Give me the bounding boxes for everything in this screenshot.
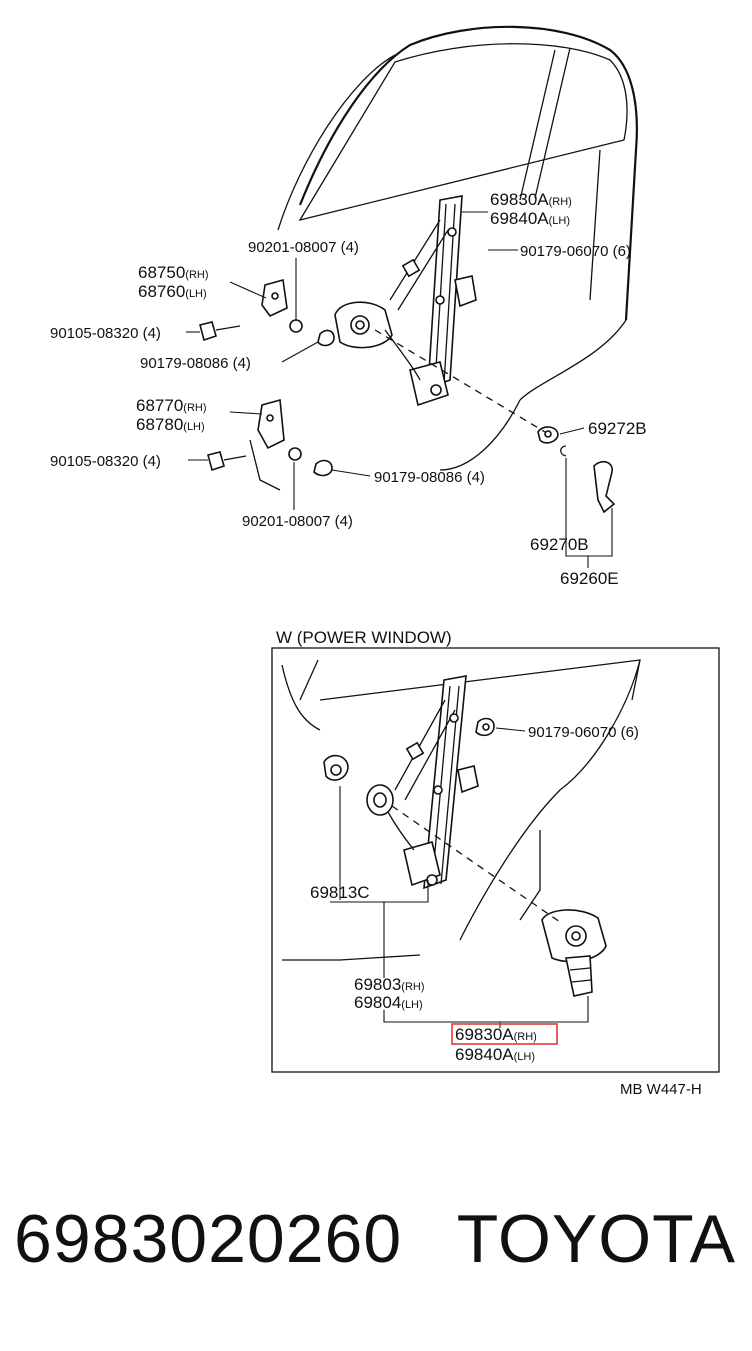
brand-name: TOYOTA xyxy=(456,1201,736,1277)
handle-axis-dashed xyxy=(374,329,546,433)
hinge-lower xyxy=(257,398,333,477)
label-90105-08320-lower: 90105-08320 (4) xyxy=(50,453,161,470)
part-number: 6983020260 xyxy=(14,1201,403,1277)
label-68780: 68780(LH) xyxy=(136,415,205,434)
label-90201-08007-upper: 90201-08007 (4) xyxy=(248,239,359,256)
label-90201-08007-lower: 90201-08007 (4) xyxy=(242,513,353,530)
window-regulator-inset xyxy=(366,675,479,890)
highlighted-part-box xyxy=(451,1023,558,1045)
leader-lines-upper xyxy=(186,211,613,568)
label-69813C: 69813C xyxy=(310,883,370,902)
label-90179-06070-upper: 90179-06070 (6) xyxy=(520,243,631,260)
leader-lines-inset xyxy=(330,727,589,1028)
window-regulator-upper xyxy=(334,195,477,407)
label-68760: 68760(LH) xyxy=(138,282,207,301)
label-90179-06070-inset: 90179-06070 (6) xyxy=(528,724,639,741)
diagram-code: MB W447-H xyxy=(620,1081,702,1098)
inset-title: W (POWER WINDOW) xyxy=(276,628,452,647)
power-window-motor xyxy=(541,909,607,997)
bolt-lower xyxy=(207,451,247,472)
label-69260E: 69260E xyxy=(560,569,619,588)
label-69803: 69803(RH) xyxy=(354,975,425,994)
label-90179-08086-lower: 90179-08086 (4) xyxy=(374,469,485,486)
label-69270B: 69270B xyxy=(530,535,589,554)
label-69272B: 69272B xyxy=(588,419,647,438)
footer: 6983020260 TOYOTA xyxy=(0,1200,752,1320)
motor-axis-dashed xyxy=(391,805,561,923)
inset-door-outline xyxy=(281,659,641,961)
inset-frame xyxy=(271,647,720,1073)
label-69840A-inset: 69840A(LH) xyxy=(455,1045,535,1064)
label-69830A-upper: 69830A(RH) xyxy=(490,190,572,209)
label-69804: 69804(LH) xyxy=(354,993,423,1012)
door-outline xyxy=(249,25,638,491)
label-90179-08086-upper: 90179-08086 (4) xyxy=(140,355,251,372)
label-69840A-upper: 69840A(LH) xyxy=(490,209,570,228)
label-68750: 68750(RH) xyxy=(138,263,209,282)
bolt-upper xyxy=(199,321,241,342)
hinge-upper xyxy=(261,278,335,347)
label-90105-08320-upper: 90105-08320 (4) xyxy=(50,325,161,342)
label-69830A-inset-highlighted: 69830A(RH) xyxy=(455,1025,537,1044)
inset-fasteners xyxy=(323,717,495,781)
label-68770: 68770(RH) xyxy=(136,396,207,415)
handle-parts xyxy=(537,426,616,514)
